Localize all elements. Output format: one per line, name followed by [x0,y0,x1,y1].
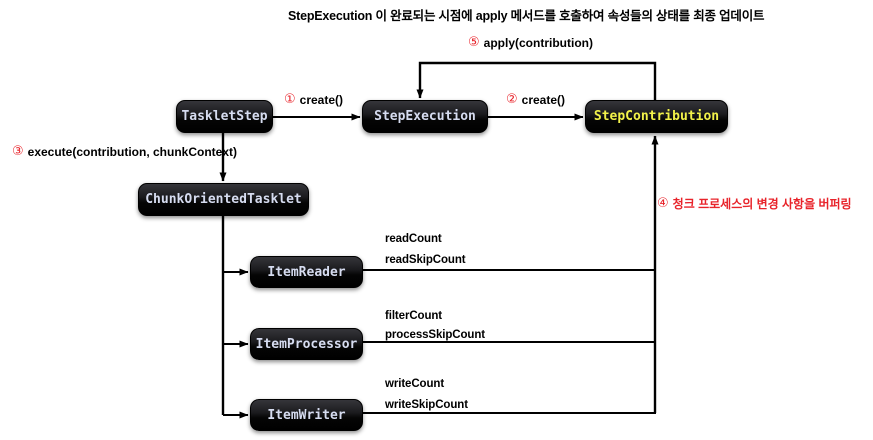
step-label-1-create: ① create() [284,92,343,107]
node-item-reader-label: ItemReader [267,264,346,280]
count-label-process-skip-count: processSkipCount [385,329,486,341]
conn-apply-loop [416,61,657,100]
step-label-4-text: 청크 프로세스의 변경 사항을 버퍼링 [672,197,852,211]
diagram-title: StepExecution 이 완료되는 시점에 apply 메서드를 호출하여… [288,9,765,23]
circled-number-5-icon: ⑤ [468,35,480,50]
node-item-writer-label: ItemWriter [267,407,346,423]
step-label-4-buffer: ④ 청크 프로세스의 변경 사항을 버퍼링 [657,195,852,212]
count-label-read-count: readCount [385,233,442,245]
step-label-2-create: ② create() [506,92,565,107]
step-label-3-execute: ③ execute(contribution, chunkContext) [12,144,237,159]
circled-number-3-icon: ③ [12,144,24,159]
node-item-reader[interactable]: ItemReader [250,256,363,288]
node-item-processor[interactable]: ItemProcessor [250,328,363,360]
node-step-contribution-label: StepContribution [593,109,720,124]
step-label-2-text: create() [521,92,566,107]
node-step-contribution[interactable]: StepContribution [585,100,728,133]
circled-number-2-icon: ② [506,92,518,107]
count-label-write-count: writeCount [385,378,445,390]
node-step-execution-label: StepExecution [374,109,476,124]
node-step-execution[interactable]: StepExecution [362,100,488,133]
node-tasklet-step-label: TaskletStep [181,109,268,124]
count-label-read-skip-count: readSkipCount [385,254,466,266]
node-item-writer[interactable]: ItemWriter [250,399,363,431]
step-label-1-text: create() [299,92,344,107]
node-item-processor-label: ItemProcessor [255,336,358,352]
count-label-write-skip-count: writeSkipCount [385,399,468,411]
node-tasklet-step[interactable]: TaskletStep [176,100,273,133]
circled-number-1-icon: ① [284,92,296,107]
node-chunk-oriented-tasklet-label: ChunkOrientedTasklet [145,192,302,207]
circled-number-4-icon: ④ [657,196,669,211]
step-label-5-apply: ⑤ apply(contribution) [468,35,593,50]
step-label-5-text: apply(contribution) [483,35,593,50]
count-label-filter-count: filterCount [385,310,443,322]
node-chunk-oriented-tasklet[interactable]: ChunkOrientedTasklet [138,183,309,216]
step-label-3-text: execute(contribution, chunkContext) [27,144,237,159]
